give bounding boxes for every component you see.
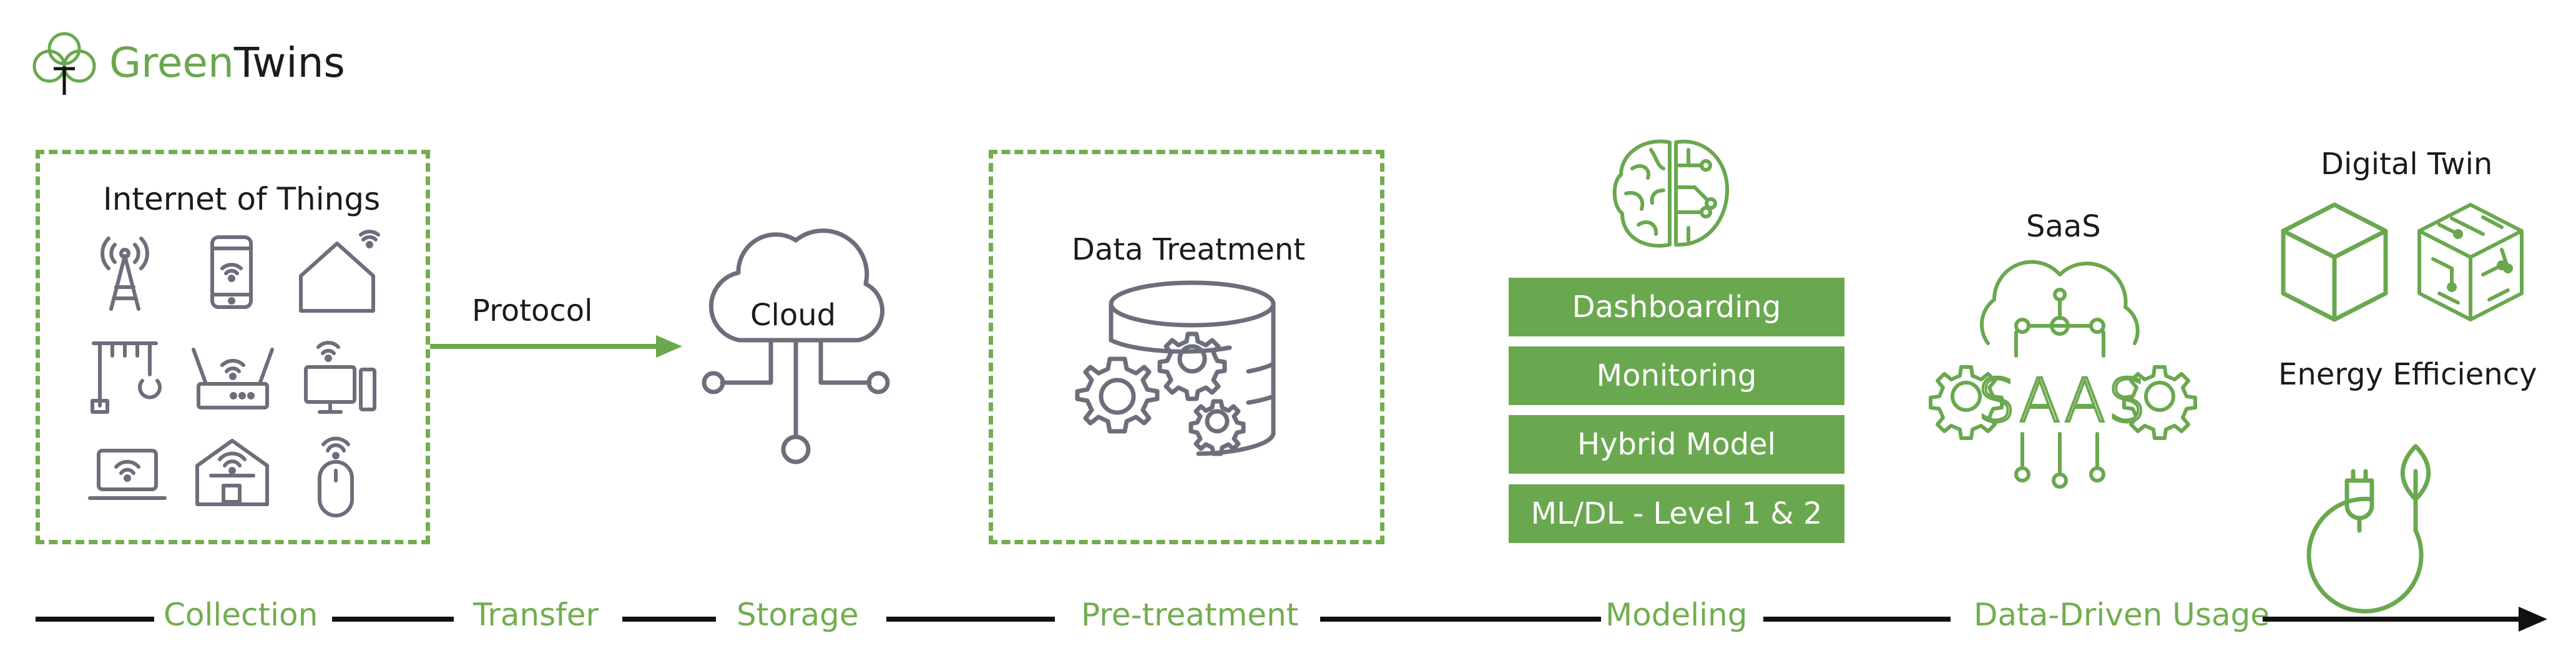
- cube-icon: [2281, 202, 2388, 322]
- stage-pre-treatment: Pre-treatment: [1081, 597, 1299, 633]
- database-gears-icon: [1075, 280, 1276, 456]
- modeling-item-monitoring: Monitoring: [1509, 346, 1844, 405]
- antenna-tower-icon: [100, 237, 149, 311]
- timeline-segment: [1763, 617, 1951, 622]
- energy-efficiency-title: Energy Efficiency: [2278, 357, 2537, 392]
- stage-modeling: Modeling: [1605, 597, 1748, 633]
- data-treatment-title: Data Treatment: [1072, 232, 1306, 267]
- cloud-label: Cloud: [750, 298, 836, 333]
- modeling-item-dashboarding: Dashboarding: [1509, 278, 1844, 336]
- timeline-segment: [886, 617, 1055, 622]
- cloud-icon: [702, 228, 890, 464]
- modeling-item-hybrid-model: Hybrid Model: [1509, 415, 1844, 474]
- stage-data-driven-usage: Data-Driven Usage: [1974, 597, 2270, 633]
- clover-tree-logo-icon: [32, 32, 96, 95]
- timeline-segment: [36, 617, 154, 622]
- saas-badge: SAAS: [1977, 366, 2148, 436]
- laptop-wifi-icon: [88, 449, 167, 500]
- timeline-segment: [332, 617, 454, 622]
- saas-title: SaaS: [2026, 209, 2101, 244]
- timeline-segment: [622, 617, 716, 622]
- timeline-arrow: [2263, 607, 2547, 632]
- wifi-router-icon: [192, 348, 274, 409]
- modeling-item-ml-dl: ML/DL - Level 1 & 2: [1509, 484, 1844, 543]
- data-treatment-box: [989, 150, 1384, 544]
- protocol-arrow: [430, 335, 682, 358]
- stage-transfer: Transfer: [473, 597, 599, 633]
- iot-title: Internet of Things: [103, 181, 381, 217]
- desktop-wifi-icon: [304, 341, 376, 414]
- protocol-label: Protocol: [472, 293, 593, 328]
- brain-circuit-icon: [1612, 139, 1730, 248]
- brand-name-green: Green: [109, 39, 234, 87]
- iot-box: [36, 150, 430, 544]
- digital-twin-title: Digital Twin: [2321, 147, 2493, 182]
- stage-storage: Storage: [737, 597, 859, 633]
- stage-collection: Collection: [164, 597, 318, 633]
- smartphone-wifi-icon: [210, 235, 253, 309]
- saas-cloud-gears-icon: SAAS: [1929, 260, 2197, 489]
- brand-name-twins: Twins: [233, 39, 345, 87]
- iot-icon-grid: [88, 229, 380, 517]
- industrial-crane-icon: [91, 341, 162, 414]
- leaf-plug-icon: [2306, 444, 2431, 614]
- warehouse-wifi-icon: [195, 439, 269, 506]
- circuit-cube-icon: [2417, 203, 2524, 321]
- mouse-wifi-icon: [318, 436, 354, 517]
- smart-home-icon: [299, 229, 380, 313]
- timeline-segment: [1320, 617, 1601, 622]
